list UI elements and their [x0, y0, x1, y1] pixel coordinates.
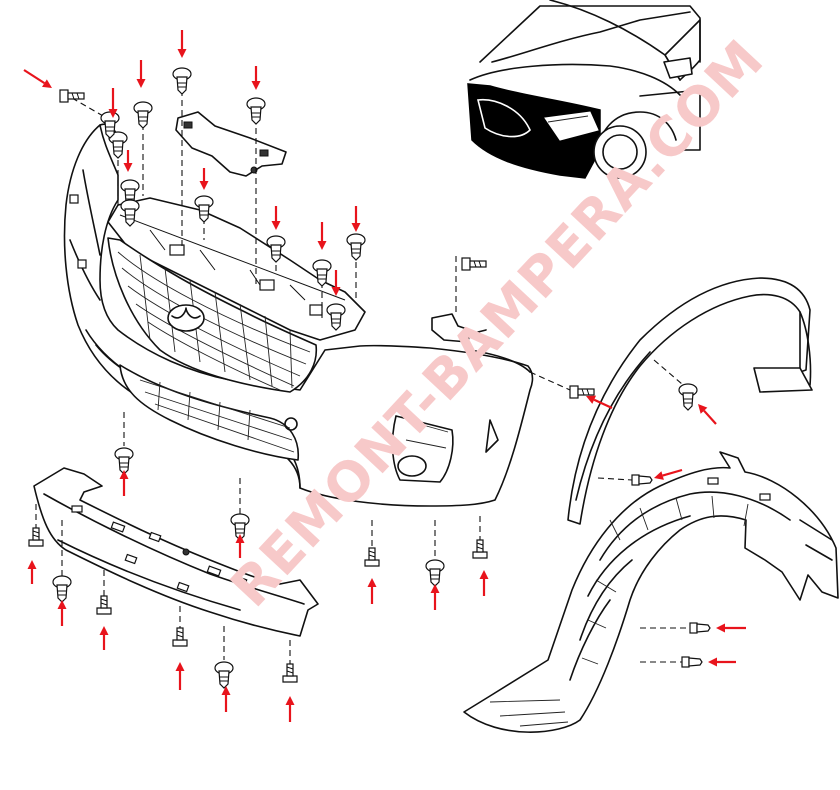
- removal-arrow: [708, 657, 736, 667]
- removal-arrow: [654, 468, 683, 480]
- clip-fastener: [681, 656, 703, 668]
- bolt-fastener: [282, 663, 298, 683]
- bolt-fastener: [569, 385, 595, 399]
- bolt-fastener: [472, 539, 488, 559]
- push-clip-fastener: [326, 303, 346, 331]
- push-clip-fastener: [246, 97, 266, 125]
- clip-fastener: [689, 622, 711, 634]
- push-clip-fastener: [52, 575, 72, 603]
- push-clip-fastener: [312, 259, 332, 287]
- removal-arrow: [285, 696, 295, 722]
- bolt-fastener: [28, 527, 44, 547]
- clip-fastener: [631, 474, 653, 486]
- push-clip-fastener: [266, 235, 286, 263]
- removal-arrow: [177, 30, 187, 58]
- removal-arrow: [367, 578, 377, 604]
- push-clip-fastener: [346, 233, 366, 261]
- lower-splash-shield: [33, 467, 319, 637]
- car-front-view: [467, 0, 701, 179]
- removal-arrow: [57, 600, 67, 626]
- wheel-arch-molding: [567, 277, 813, 525]
- push-clip-fastener: [214, 661, 234, 689]
- red-arrows: [23, 30, 746, 722]
- removal-arrow: [136, 60, 146, 88]
- removal-arrow: [430, 584, 440, 610]
- push-clip-fastener: [678, 383, 698, 411]
- inner-fender-liner: [463, 451, 839, 733]
- removal-arrow: [199, 168, 209, 190]
- removal-arrow: [351, 206, 361, 232]
- removal-arrow: [698, 404, 717, 425]
- radiator-grille: [107, 237, 318, 393]
- push-clip-fastener: [114, 447, 134, 475]
- bolt-fastener: [461, 257, 487, 271]
- bolt-fastener: [59, 89, 85, 103]
- push-clip-fastener: [194, 195, 214, 223]
- push-clip-fastener: [425, 559, 445, 587]
- push-clip-fastener: [108, 131, 128, 159]
- removal-arrow: [331, 270, 341, 296]
- removal-arrow: [317, 222, 327, 250]
- removal-arrow: [23, 69, 52, 88]
- removal-arrow: [108, 88, 118, 118]
- removal-arrow: [271, 206, 281, 230]
- removal-arrow: [586, 395, 613, 409]
- removal-arrow: [119, 470, 129, 496]
- removal-arrow: [175, 662, 185, 690]
- removal-arrow: [99, 626, 109, 650]
- bolt-fastener: [96, 595, 112, 615]
- bolt-fastener: [364, 547, 380, 567]
- harness-connector: [431, 313, 487, 343]
- bolt-fastener: [172, 627, 188, 647]
- bumper-bracket: [107, 111, 366, 341]
- push-clip-fastener: [172, 67, 192, 95]
- removal-arrow: [221, 686, 231, 712]
- removal-arrow: [235, 534, 245, 558]
- front-bumper-cover: [63, 123, 534, 507]
- removal-arrow: [123, 150, 133, 172]
- push-clip-fastener: [100, 111, 120, 139]
- removal-arrow: [27, 560, 37, 584]
- fasteners: [28, 67, 711, 689]
- removal-arrow: [479, 570, 489, 596]
- removal-arrow: [716, 623, 746, 633]
- push-clip-fastener: [120, 199, 140, 227]
- push-clip-fastener: [133, 101, 153, 129]
- removal-arrow: [251, 66, 261, 90]
